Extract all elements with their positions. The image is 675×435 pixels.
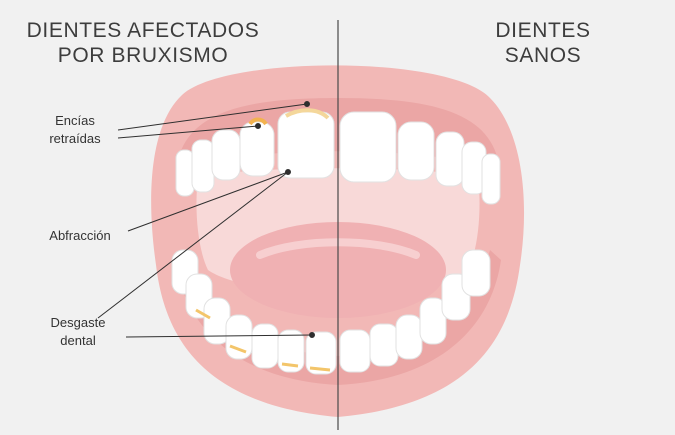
callout-abfraccion: Abfracción — [32, 227, 128, 245]
callout-encias: Encías retraídas — [32, 112, 118, 148]
callout-encias-line2: retraídas — [49, 131, 101, 146]
lower-teeth-healthy — [339, 249, 491, 373]
callout-encias-line1: Encías — [55, 113, 95, 128]
callout-desgaste-line2: dental — [60, 333, 96, 348]
upper-teeth-healthy — [339, 111, 501, 205]
callout-abfraccion-label: Abfracción — [49, 228, 111, 243]
affected-title-line1: DIENTES AFECTADOS — [26, 19, 260, 42]
callout-desgaste-line1: Desgaste — [50, 315, 106, 330]
lower-teeth-affected — [171, 249, 337, 375]
affected-title-line2: POR BRUXISMO — [57, 44, 229, 67]
callout-desgaste: Desgaste dental — [30, 314, 126, 350]
affected-teeth-title: DIENTES AFECTADOS POR BRUXISMO — [8, 18, 278, 68]
callout-leaders — [97, 101, 315, 338]
healthy-teeth-title: DIENTES SANOS — [468, 18, 618, 68]
healthy-title-line2: SANOS — [504, 44, 582, 67]
healthy-title-line1: DIENTES — [495, 19, 591, 42]
upper-teeth-affected — [175, 108, 335, 197]
